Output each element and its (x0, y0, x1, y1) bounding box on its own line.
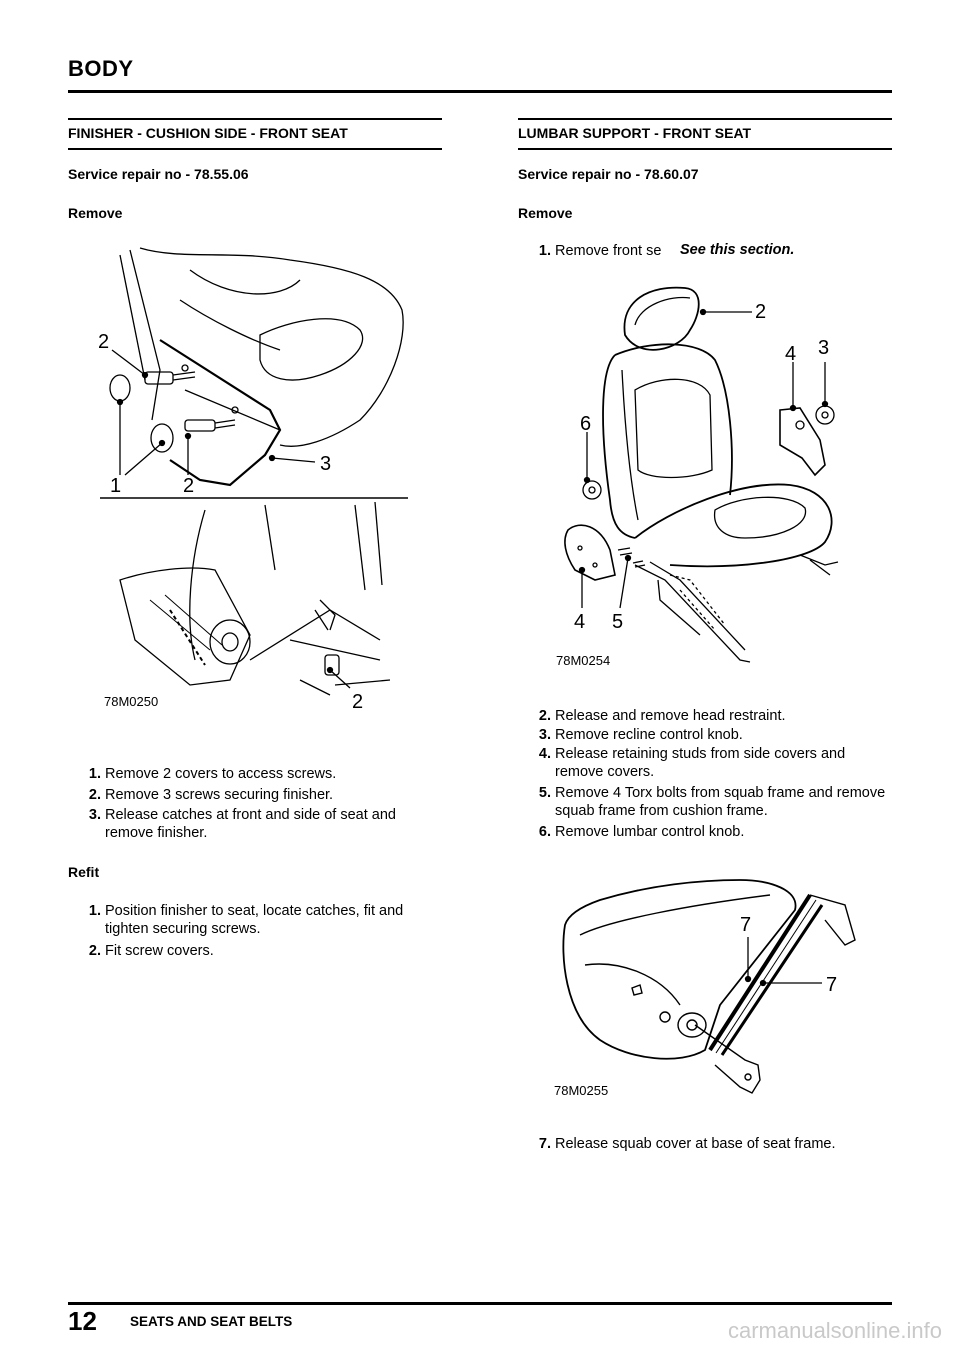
callout-label: 4 (574, 611, 585, 633)
right-section-title: LUMBAR SUPPORT - FRONT SEAT (518, 125, 752, 141)
footer-page-number: 12 (68, 1306, 97, 1336)
left-remove-step-2: 2.Remove 3 screws securing finisher. (88, 787, 334, 803)
left-remove-heading: Remove (68, 205, 123, 221)
right-remove-step-3: 3.Remove recline control knob. (538, 727, 743, 743)
callout-label: 7 (826, 974, 837, 996)
left-service-number: Service repair no - 78.55.06 (68, 166, 249, 182)
left-title-rule-bottom (68, 148, 442, 150)
left-remove-step-3: 3.Release catches at front and side of s… (88, 807, 396, 841)
callout-label: 4 (785, 343, 796, 365)
right-remove-step-1: 1.Remove front se (538, 243, 662, 259)
right-remove-step-5: 5.Remove 4 Torx bolts from squab frame a… (538, 785, 886, 819)
right-remove-step-4: 4.Release retaining studs from side cove… (538, 746, 846, 780)
figure-78m0255: 7 7 78M0255 (540, 865, 870, 1100)
right-remove-heading: Remove (518, 205, 573, 221)
watermark-text: carmanualsonline.info (727, 1318, 942, 1343)
callout-label: 1 (110, 475, 121, 497)
callout-label: 3 (818, 337, 829, 359)
right-service-number: Service repair no - 78.60.07 (518, 166, 699, 182)
left-refit-step-2: 2.Fit screw covers. (88, 943, 214, 959)
cross-reference-link[interactable]: See this section. (680, 242, 795, 258)
footer-section-title: SEATS AND SEAT BELTS (130, 1314, 293, 1329)
left-section-title: FINISHER - CUSHION SIDE - FRONT SEAT (68, 125, 348, 141)
figure-78m0250: 2 1 2 3 2 78M0250 (90, 240, 420, 715)
left-refit-step-1: 1.Position finisher to seat, locate catc… (88, 903, 404, 937)
right-remove-step-2: 2.Release and remove head restraint. (538, 708, 786, 724)
figure-code: 78M0255 (554, 1083, 608, 1098)
callout-label: 2 (98, 331, 109, 353)
figure-code: 78M0254 (556, 653, 610, 668)
left-title-rule-top (68, 118, 442, 120)
left-refit-heading: Refit (68, 864, 100, 880)
callout-label: 2 (183, 475, 194, 497)
figure-78m0254: 2 4 3 6 4 5 78M0254 (540, 280, 870, 680)
callout-label: 7 (740, 914, 751, 936)
figure-code: 78M0250 (104, 694, 158, 709)
right-remove-step-7: 7.Release squab cover at base of seat fr… (538, 1136, 836, 1152)
right-remove-step-6: 6.Remove lumbar control knob. (538, 824, 745, 840)
footer-rule (68, 1302, 892, 1305)
callout-label: 3 (320, 453, 331, 475)
callout-label: 5 (612, 611, 623, 633)
header-rule (68, 90, 892, 93)
right-title-rule-top (518, 118, 892, 120)
right-title-rule-bottom (518, 148, 892, 150)
page-header-title: BODY (68, 56, 134, 81)
callout-label: 6 (580, 413, 591, 435)
left-remove-step-1: 1.Remove 2 covers to access screws. (88, 766, 337, 782)
callout-label: 2 (352, 691, 363, 713)
callout-label: 2 (755, 301, 766, 323)
